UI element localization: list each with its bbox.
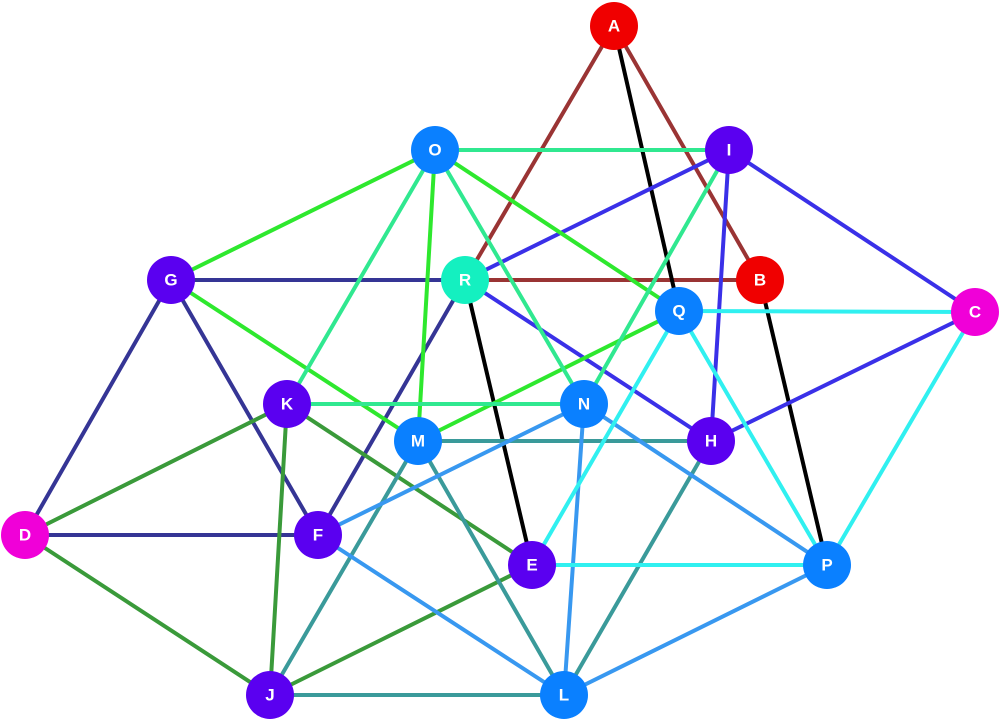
edge-h-l xyxy=(562,439,713,697)
node-label: D xyxy=(19,525,31,544)
node-circle xyxy=(803,541,851,589)
node-m: M xyxy=(394,417,442,465)
edge-m-l xyxy=(416,439,566,697)
node-e: E xyxy=(508,541,556,589)
node-label: R xyxy=(459,270,471,289)
node-r: R xyxy=(441,256,489,304)
node-circle xyxy=(441,256,489,304)
node-label: A xyxy=(608,16,620,35)
node-label: E xyxy=(526,555,537,574)
node-circle xyxy=(705,126,753,174)
edge-f-l xyxy=(316,533,566,697)
edge-i-n xyxy=(582,148,731,406)
edge-a-r xyxy=(463,24,616,282)
edge-c-p xyxy=(825,310,977,567)
edge-l-p xyxy=(562,563,829,697)
edge-a-b xyxy=(612,24,762,282)
edge-i-c xyxy=(727,148,977,314)
node-circle xyxy=(687,417,735,465)
edges-layer xyxy=(23,24,977,697)
node-a: A xyxy=(590,2,638,50)
edge-q-m xyxy=(416,309,681,443)
node-circle xyxy=(508,541,556,589)
node-circle xyxy=(540,671,588,719)
node-label: O xyxy=(428,140,441,159)
edge-o-k xyxy=(285,148,437,406)
node-circle xyxy=(147,256,195,304)
node-c: C xyxy=(951,288,999,336)
node-label: B xyxy=(754,270,766,289)
edge-i-h xyxy=(709,148,731,443)
node-label: N xyxy=(578,394,590,413)
edge-o-g xyxy=(169,148,437,282)
node-circle xyxy=(246,671,294,719)
node-circle xyxy=(263,380,311,428)
edge-g-f xyxy=(169,278,320,537)
node-i: I xyxy=(705,126,753,174)
node-label: C xyxy=(969,302,981,321)
edge-n-f xyxy=(316,402,586,537)
node-label: F xyxy=(313,525,323,544)
edge-n-p xyxy=(582,402,829,567)
node-q: Q xyxy=(655,287,703,335)
edge-k-e xyxy=(285,402,534,567)
node-circle xyxy=(394,417,442,465)
node-h: H xyxy=(687,417,735,465)
edge-k-d xyxy=(23,402,289,537)
node-circle xyxy=(294,511,342,559)
node-circle xyxy=(560,380,608,428)
node-circle xyxy=(590,2,638,50)
edge-q-c xyxy=(677,309,977,314)
edge-r-f xyxy=(316,278,467,537)
edge-a-q xyxy=(612,24,681,313)
edge-k-j xyxy=(268,402,289,697)
edge-g-m xyxy=(169,278,420,443)
node-label: H xyxy=(705,431,717,450)
node-label: J xyxy=(265,685,274,704)
node-circle xyxy=(411,126,459,174)
node-d: D xyxy=(1,511,49,559)
node-circle xyxy=(1,511,49,559)
node-circle xyxy=(736,256,784,304)
node-f: F xyxy=(294,511,342,559)
edge-r-e xyxy=(463,278,534,567)
node-label: L xyxy=(559,685,569,704)
edge-m-j xyxy=(268,439,420,697)
node-l: L xyxy=(540,671,588,719)
node-o: O xyxy=(411,126,459,174)
node-p: P xyxy=(803,541,851,589)
node-circle xyxy=(951,288,999,336)
edge-r-h xyxy=(463,278,713,443)
node-label: M xyxy=(411,431,425,450)
edge-o-m xyxy=(416,148,437,443)
node-circle xyxy=(655,287,703,335)
node-g: G xyxy=(147,256,195,304)
node-label: I xyxy=(727,140,732,159)
edge-q-e xyxy=(530,309,681,567)
edge-o-n xyxy=(433,148,586,406)
node-label: K xyxy=(281,394,294,413)
edge-o-q xyxy=(433,148,681,313)
node-label: G xyxy=(164,270,177,289)
node-n: N xyxy=(560,380,608,428)
node-k: K xyxy=(263,380,311,428)
node-j: J xyxy=(246,671,294,719)
node-label: Q xyxy=(672,301,685,320)
edge-i-r xyxy=(463,148,731,282)
edge-g-d xyxy=(23,278,173,537)
node-b: B xyxy=(736,256,784,304)
edge-q-p xyxy=(677,309,829,567)
edge-c-h xyxy=(709,310,977,443)
edge-j-e xyxy=(268,563,534,697)
node-label: P xyxy=(821,555,832,574)
edge-n-l xyxy=(562,402,586,697)
edge-b-p xyxy=(758,278,829,567)
edge-d-j xyxy=(23,533,272,697)
